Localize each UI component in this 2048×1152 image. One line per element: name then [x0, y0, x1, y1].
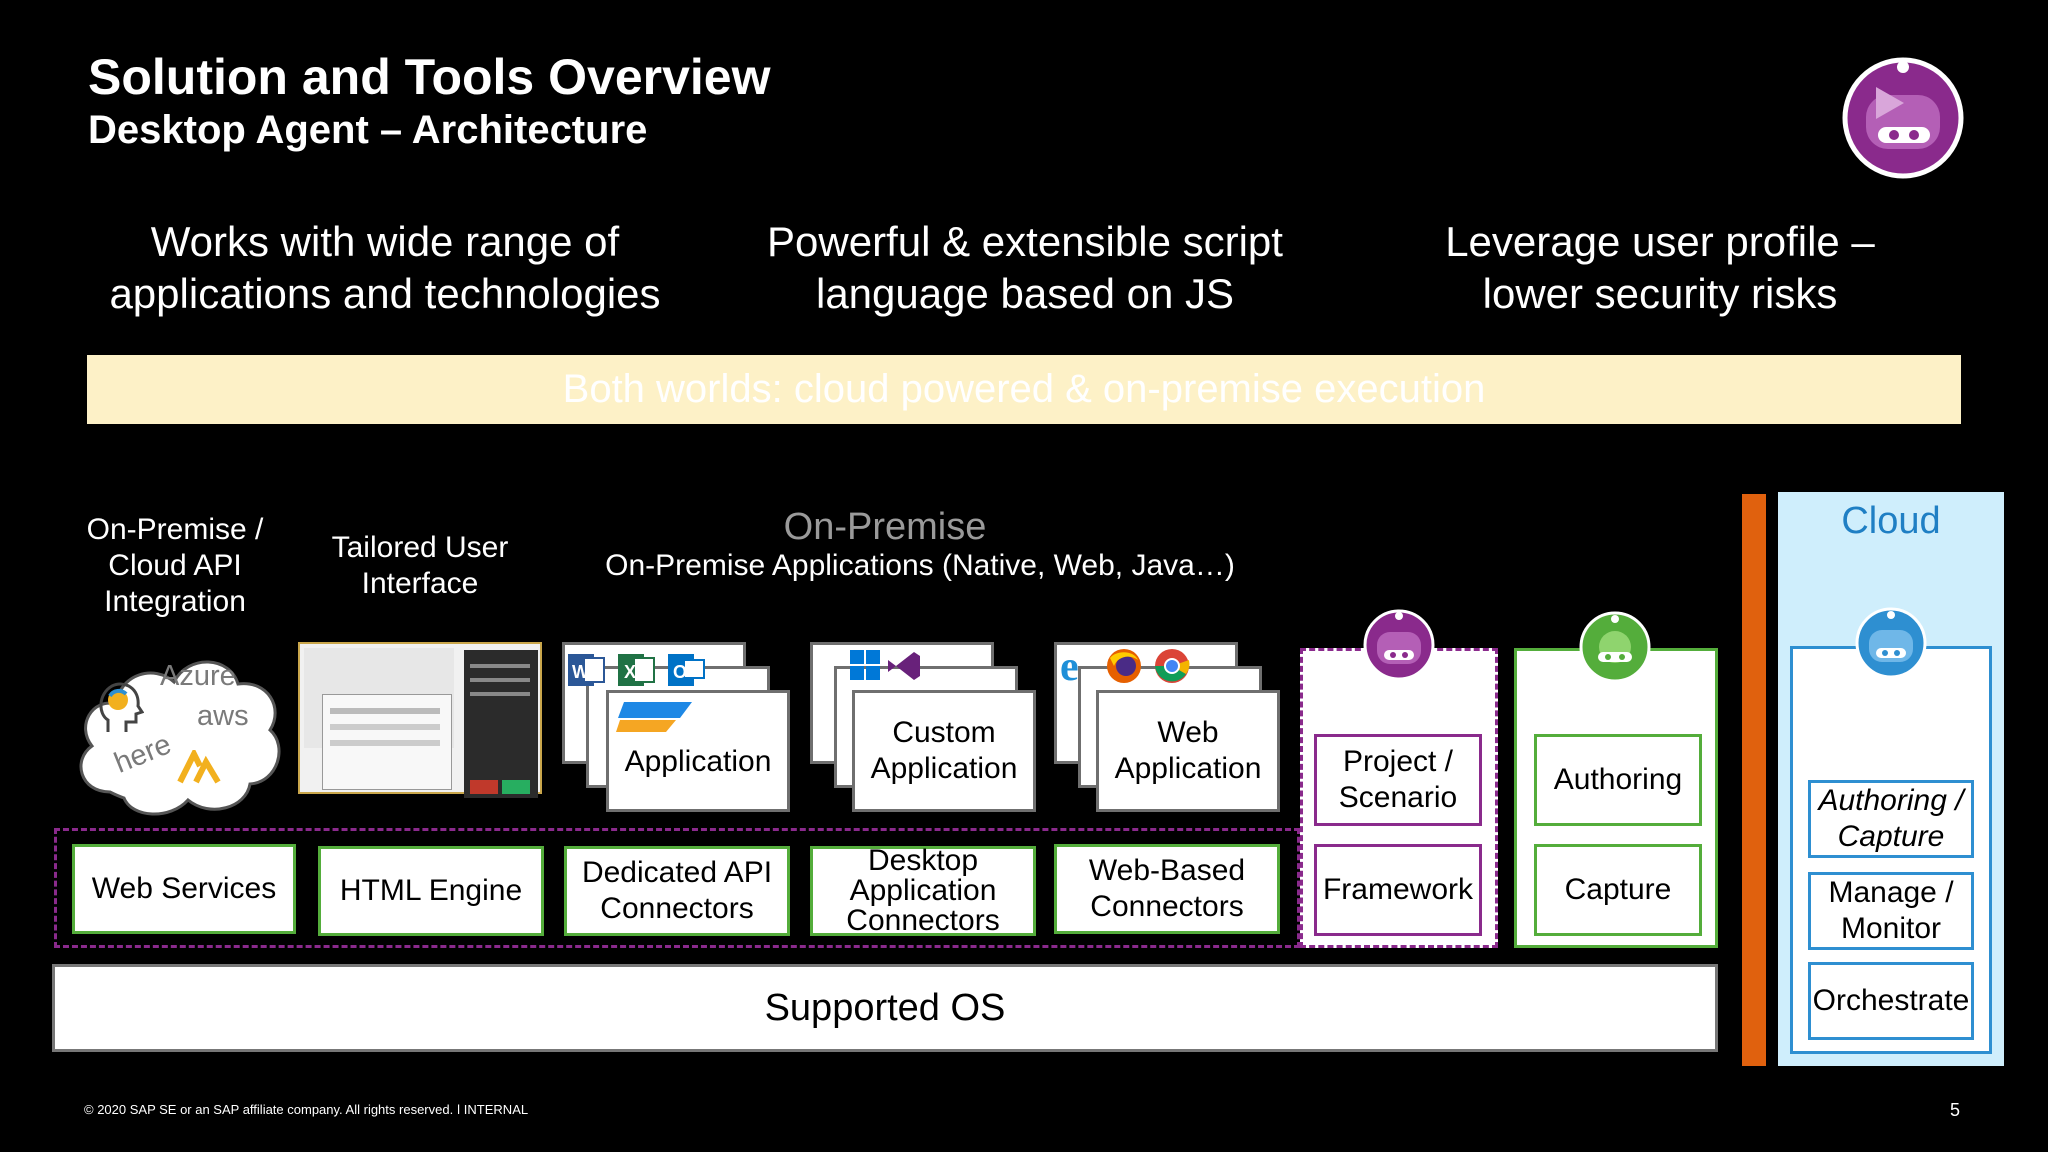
page-number: 5 [1950, 1100, 1961, 1120]
cloud-divider [1742, 494, 1766, 1066]
orchestrate-box: Orchestrate [1808, 962, 1974, 1040]
dedicated-api-connectors-box: Dedicated API Connectors [564, 846, 790, 936]
svg-text:e: e [1060, 646, 1079, 686]
svg-text:W: W [572, 662, 589, 682]
capture-box: Capture [1534, 844, 1702, 936]
html-engine-box: HTML Engine [318, 846, 544, 936]
cloud-icon [70, 642, 288, 820]
integration-label: On-Premise / Cloud API Integration [86, 513, 264, 618]
supported-os-bar: Supported OS [52, 964, 1718, 1052]
page-subtitle: Desktop Agent – Architecture [88, 108, 648, 152]
visual-studio-icon [886, 650, 922, 682]
framework-box: Framework [1314, 844, 1482, 936]
outlook-icon: O [666, 650, 706, 690]
cloud-robot-icon [1854, 606, 1928, 680]
head-icon [94, 678, 145, 734]
svg-text:O: O [673, 662, 687, 682]
footer-copyright: © 2020 SAP SE or an SAP affiliate compan… [84, 1102, 529, 1117]
web-services-box: Web Services [72, 844, 296, 934]
windows-icon [848, 648, 882, 682]
azure-logo: Azure [160, 660, 236, 692]
project-scenario-box: Project / Scenario [1314, 734, 1482, 826]
firefox-icon [1104, 646, 1144, 686]
web-based-connectors-box: Web-Based Connectors [1054, 844, 1280, 934]
on-premise-title: On-Premise [783, 506, 987, 548]
headline-1: Works with wide range of applications an… [109, 218, 661, 317]
on-premise-subtitle: On-Premise Applications (Native, Web, Ja… [605, 549, 1235, 582]
robot-logo-icon [1842, 57, 1964, 179]
word-icon: W [566, 650, 606, 690]
aws-logo: aws [197, 700, 249, 732]
svg-text:X: X [624, 662, 636, 682]
ie-icon: e [1058, 644, 1098, 690]
headline-3: Leverage user profile – lower security r… [1445, 218, 1875, 317]
manage-monitor-box: Manage / Monitor [1808, 872, 1974, 950]
connectors-container [54, 828, 1300, 948]
custom-application-box: Custom Application [852, 690, 1036, 812]
tailored-ui-screenshot [298, 642, 542, 798]
app-logo-icon [616, 700, 696, 734]
tailored-ui-label: Tailored User Interface [331, 531, 509, 600]
cloud-authoring-capture-box: Authoring / Capture [1808, 780, 1974, 858]
web-application-box: Web Application [1096, 690, 1280, 812]
cloud-title: Cloud [1841, 500, 1941, 542]
excel-icon: X [616, 650, 656, 690]
banner: Both worlds: cloud powered & on-premise … [87, 355, 1961, 424]
studio-robot-icon [1578, 610, 1652, 684]
alteryx-icon [176, 747, 224, 784]
page-title: Solution and Tools Overview [88, 49, 771, 105]
chrome-icon [1152, 646, 1192, 686]
authoring-box: Authoring [1534, 734, 1702, 826]
headline-2: Powerful & extensible script language ba… [767, 218, 1283, 317]
desktop-agent-robot-icon [1362, 608, 1436, 682]
desktop-application-connectors-box: Desktop Application Connectors [810, 846, 1036, 936]
